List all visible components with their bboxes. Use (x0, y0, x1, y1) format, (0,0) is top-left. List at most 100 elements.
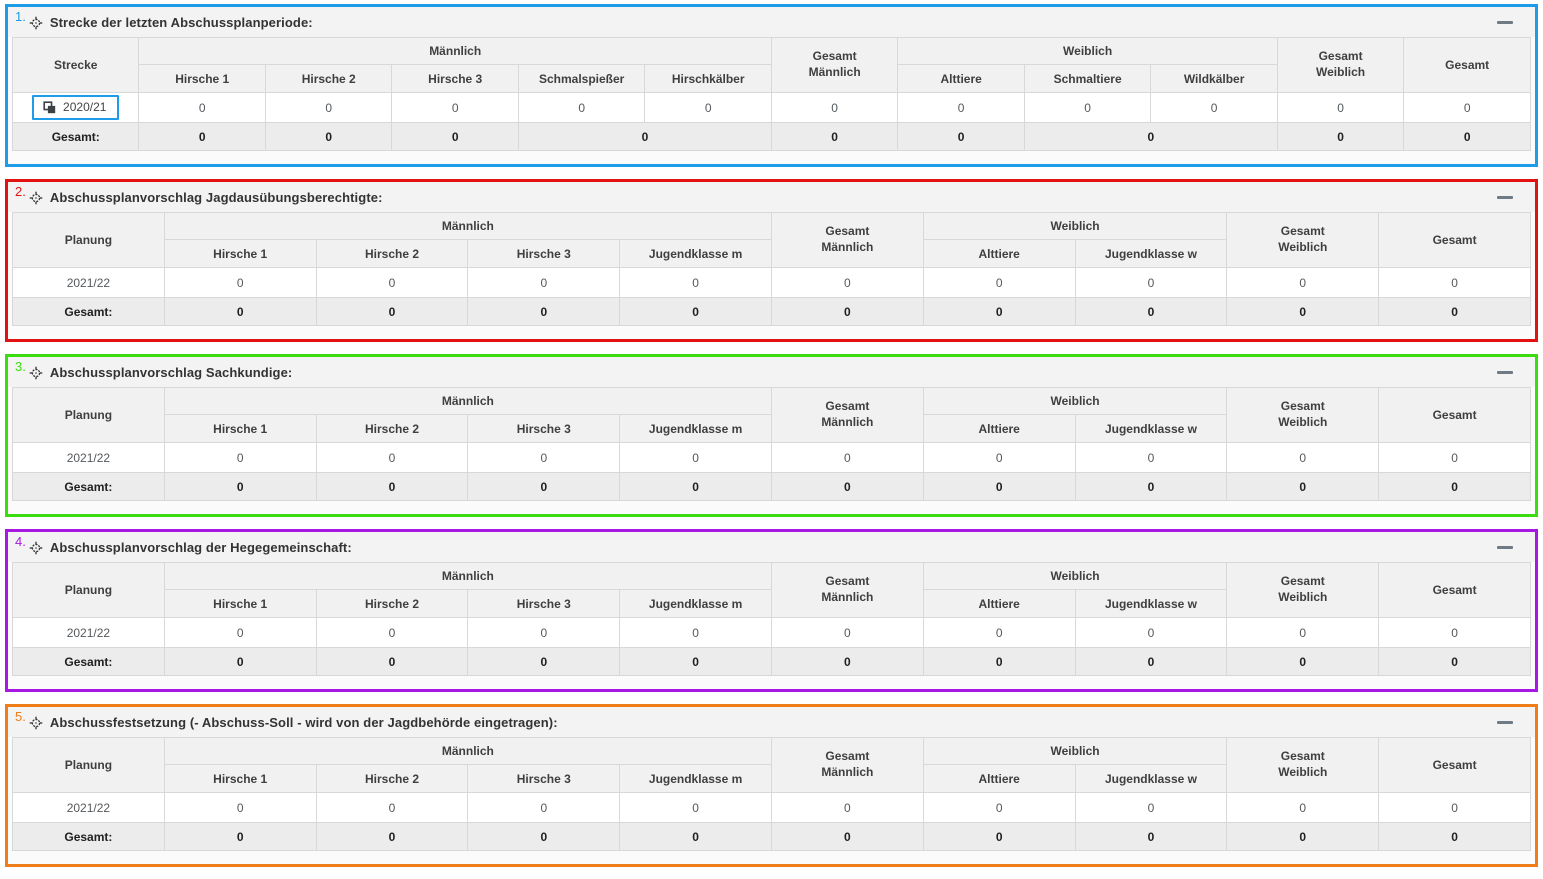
total-cell: 0 (770, 647, 924, 676)
col-header-hirsche-1: Hirsche 1 (163, 239, 317, 268)
col-header-gesamt-weiblich: Gesamt Weiblich (1226, 387, 1380, 443)
collapse-button[interactable] (1495, 191, 1515, 204)
total-cell: 0 (619, 647, 772, 676)
value-cell: 0 (138, 92, 266, 123)
col-header-jugendklasse-w: Jugendklasse w (1074, 589, 1228, 618)
value-cell: 0 (619, 792, 772, 823)
table-row: 2021/22 0 0 0 0 0 0 0 0 0 (12, 617, 1531, 648)
col-group-weiblich: Weiblich (922, 212, 1228, 240)
panel-title: Strecke der letzten Abschussplanperiode: (49, 14, 313, 30)
total-row: Gesamt: 0 0 0 0 0 0 0 0 0 (12, 647, 1531, 676)
value-cell: 0 (922, 617, 1076, 648)
panel-number-badge: 5. (15, 709, 26, 724)
minus-icon (1497, 720, 1513, 724)
total-label-cell: Gesamt: (12, 297, 165, 326)
row-label-cell: 2020/21 (11, 92, 140, 123)
col-header-gesamt-weiblich: Gesamt Weiblich (1226, 737, 1380, 793)
panel-strecke: 1. Strecke der letzten Abschussplanperio… (5, 4, 1538, 167)
table-row: 2021/22 0 0 0 0 0 0 0 0 0 (12, 267, 1531, 298)
collapse-button[interactable] (1495, 716, 1515, 729)
col-header-jugendklasse-m: Jugendklasse m (619, 239, 772, 268)
col-header-gesamt: Gesamt (1403, 37, 1531, 93)
total-row: Gesamt: 0 0 0 0 0 0 0 0 0 (11, 122, 1531, 151)
minus-icon (1497, 20, 1513, 24)
value-cell: 0 (922, 442, 1076, 473)
row-label-cell: 2021/22 (12, 267, 165, 298)
col-group-maennlich: Männlich (163, 212, 772, 240)
total-cell: 0 (1378, 647, 1531, 676)
total-cell: 0 (163, 297, 317, 326)
value-cell: 0 (163, 267, 317, 298)
crosshair-icon[interactable] (29, 191, 43, 205)
col-group-maennlich: Männlich (163, 387, 772, 415)
collapse-button[interactable] (1495, 16, 1515, 29)
copy-period-button[interactable]: 2020/21 (32, 95, 120, 120)
col-header-jugendklasse-m: Jugendklasse m (619, 414, 772, 443)
col-header-hirsche-3: Hirsche 3 (391, 64, 519, 93)
col-header-gesamt: Gesamt (1378, 212, 1531, 268)
panel-header: 4. Abschussplanvorschlag der Hegegemeins… (8, 532, 1535, 562)
total-cell: 0 (1378, 822, 1531, 851)
total-cell: 0 (1403, 122, 1531, 151)
minus-icon (1497, 195, 1513, 199)
value-cell: 0 (1074, 792, 1228, 823)
minus-icon (1497, 545, 1513, 549)
col-header-hirsche-3: Hirsche 3 (467, 414, 621, 443)
value-cell: 0 (1226, 442, 1380, 473)
crosshair-icon[interactable] (29, 541, 43, 555)
total-cell: 0 (163, 647, 317, 676)
value-cell: 0 (770, 792, 924, 823)
col-header-hirsche-3: Hirsche 3 (467, 589, 621, 618)
col-header-gesamt-maennlich: Gesamt Männlich (770, 212, 924, 268)
period-label: 2020/21 (63, 100, 107, 114)
col-header-alttiere: Alttiere (922, 239, 1076, 268)
panel-abschussfestsetzung: 5. Abschussfestsetzung (- Abschuss-Soll … (5, 704, 1538, 867)
col-group-weiblich: Weiblich (922, 737, 1228, 765)
value-cell: 0 (644, 92, 772, 123)
panel-header: 3. Abschussplanvorschlag Sachkundige: (8, 357, 1535, 387)
col-header-gesamt-maennlich: Gesamt Männlich (770, 37, 899, 93)
value-cell: 0 (315, 267, 469, 298)
total-cell: 0 (264, 122, 393, 151)
table-row: 2021/22 0 0 0 0 0 0 0 0 0 (12, 442, 1531, 473)
value-cell: 0 (163, 792, 317, 823)
panel-body: Strecke Männlich Gesamt Männlich Weiblic… (8, 37, 1535, 164)
value-cell: 0 (1226, 267, 1380, 298)
col-header-hirsche-1: Hirsche 1 (163, 764, 317, 793)
panel-title: Abschussplanvorschlag Jagdausübungsberec… (49, 189, 383, 205)
total-cell: 0 (467, 297, 621, 326)
value-cell: 0 (770, 92, 899, 123)
value-cell: 0 (897, 92, 1025, 123)
panel-body: Planung Männlich Gesamt Männlich Weiblic… (8, 212, 1535, 339)
value-cell: 0 (1074, 442, 1228, 473)
value-cell: 0 (315, 792, 469, 823)
value-cell: 0 (770, 617, 924, 648)
col-header-gesamt-weiblich: Gesamt Weiblich (1226, 212, 1380, 268)
crosshair-icon[interactable] (29, 366, 43, 380)
total-cell: 0 (619, 822, 772, 851)
total-cell: 0 (467, 822, 621, 851)
value-cell: 0 (1074, 617, 1228, 648)
value-cell: 0 (619, 267, 772, 298)
table-row: 2020/21 0 0 0 0 0 0 0 0 0 0 0 (11, 92, 1531, 123)
col-header-gesamt: Gesamt (1378, 737, 1531, 793)
crosshair-icon[interactable] (29, 16, 43, 30)
total-row: Gesamt: 0 0 0 0 0 0 0 0 0 (12, 297, 1531, 326)
total-cell: 0 (619, 472, 772, 501)
col-header-wildkaelber: Wildkälber (1150, 64, 1278, 93)
value-cell: 0 (1226, 617, 1380, 648)
col-group-weiblich: Weiblich (922, 387, 1228, 415)
value-cell: 0 (922, 792, 1076, 823)
collapse-button[interactable] (1495, 366, 1515, 379)
col-group-maennlich: Männlich (163, 562, 772, 590)
row-label-cell: 2021/22 (12, 617, 165, 648)
col-header-jugendklasse-m: Jugendklasse m (619, 764, 772, 793)
total-cell: 0 (315, 472, 469, 501)
col-header-planung: Planung (12, 562, 165, 618)
total-cell: 0 (163, 822, 317, 851)
total-cell: 0 (1378, 472, 1531, 501)
crosshair-icon[interactable] (29, 716, 43, 730)
col-group-weiblich: Weiblich (897, 37, 1278, 65)
collapse-button[interactable] (1495, 541, 1515, 554)
value-cell: 0 (517, 92, 646, 123)
